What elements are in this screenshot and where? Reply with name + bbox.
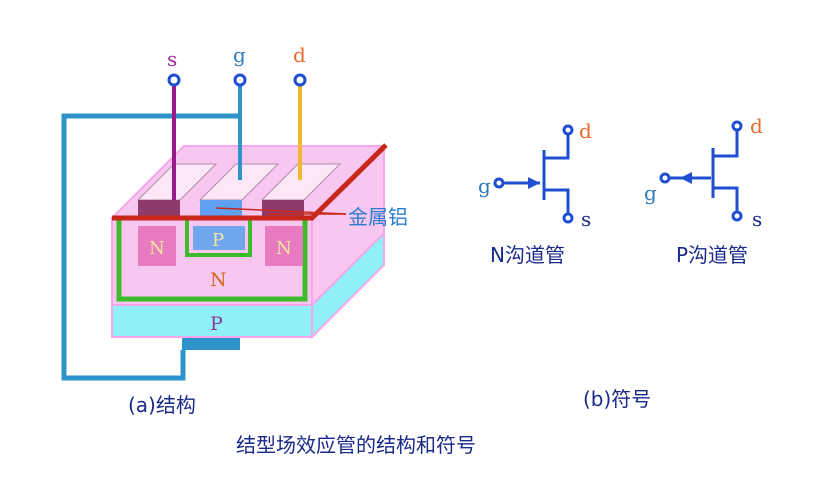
n-channel-caption: N沟道管 bbox=[490, 243, 565, 267]
structure-figure: s g d N P N N P 金属铝 (a)结构 bbox=[61, 43, 408, 417]
p-gate-terminal bbox=[659, 172, 671, 184]
p-gate-label: P bbox=[212, 230, 224, 251]
symbols-caption: (b)符号 bbox=[583, 387, 651, 411]
n-source-label: s bbox=[581, 207, 591, 231]
drain-label: d bbox=[293, 43, 306, 67]
n-drain-region bbox=[265, 226, 303, 266]
metal-pointer-1 bbox=[215, 207, 347, 215]
n-drain-terminal bbox=[562, 124, 574, 136]
n-source-label: N bbox=[149, 238, 165, 259]
substrate-contact bbox=[182, 338, 240, 350]
n-drain-label: N bbox=[276, 238, 292, 259]
p-channel-symbol bbox=[667, 130, 739, 212]
gate-terminal bbox=[233, 73, 247, 87]
gate-electrode bbox=[198, 163, 280, 219]
gate-junction-line bbox=[185, 218, 252, 257]
structure-caption: (a)结构 bbox=[128, 393, 196, 417]
figure-title: 结型场效应管的结构和符号 bbox=[236, 433, 476, 457]
source-label: s bbox=[167, 47, 177, 71]
p-substrate-label: P bbox=[210, 313, 223, 335]
metal-aluminum-line bbox=[112, 143, 388, 221]
source-electrode bbox=[136, 163, 218, 219]
n-source-region bbox=[138, 226, 176, 266]
p-source-terminal bbox=[731, 210, 743, 222]
n-channel-symbol bbox=[503, 134, 570, 214]
n-body-label: N bbox=[210, 269, 227, 291]
pn-junction-line bbox=[116, 218, 308, 302]
p-drain-terminal bbox=[731, 120, 743, 132]
drain-terminal bbox=[293, 73, 307, 87]
p-source-label: s bbox=[752, 207, 762, 231]
n-gate-terminal bbox=[493, 177, 505, 189]
p-gate-label: g bbox=[644, 181, 657, 205]
p-substrate-front bbox=[111, 304, 313, 338]
p-gate-region bbox=[193, 226, 245, 250]
gate-label: g bbox=[233, 43, 246, 67]
n-gate-label: g bbox=[478, 174, 491, 198]
substrate-gate-wire bbox=[61, 113, 240, 381]
n-source-terminal bbox=[562, 212, 574, 224]
p-channel-caption: P沟道管 bbox=[676, 243, 748, 267]
p-drain-label: d bbox=[750, 114, 763, 138]
metal-label: 金属铝 bbox=[348, 205, 408, 229]
p-channel-arrow bbox=[680, 172, 692, 184]
n-channel-arrow bbox=[528, 177, 540, 189]
n-drain-label: d bbox=[579, 119, 592, 143]
source-terminal bbox=[167, 73, 181, 87]
